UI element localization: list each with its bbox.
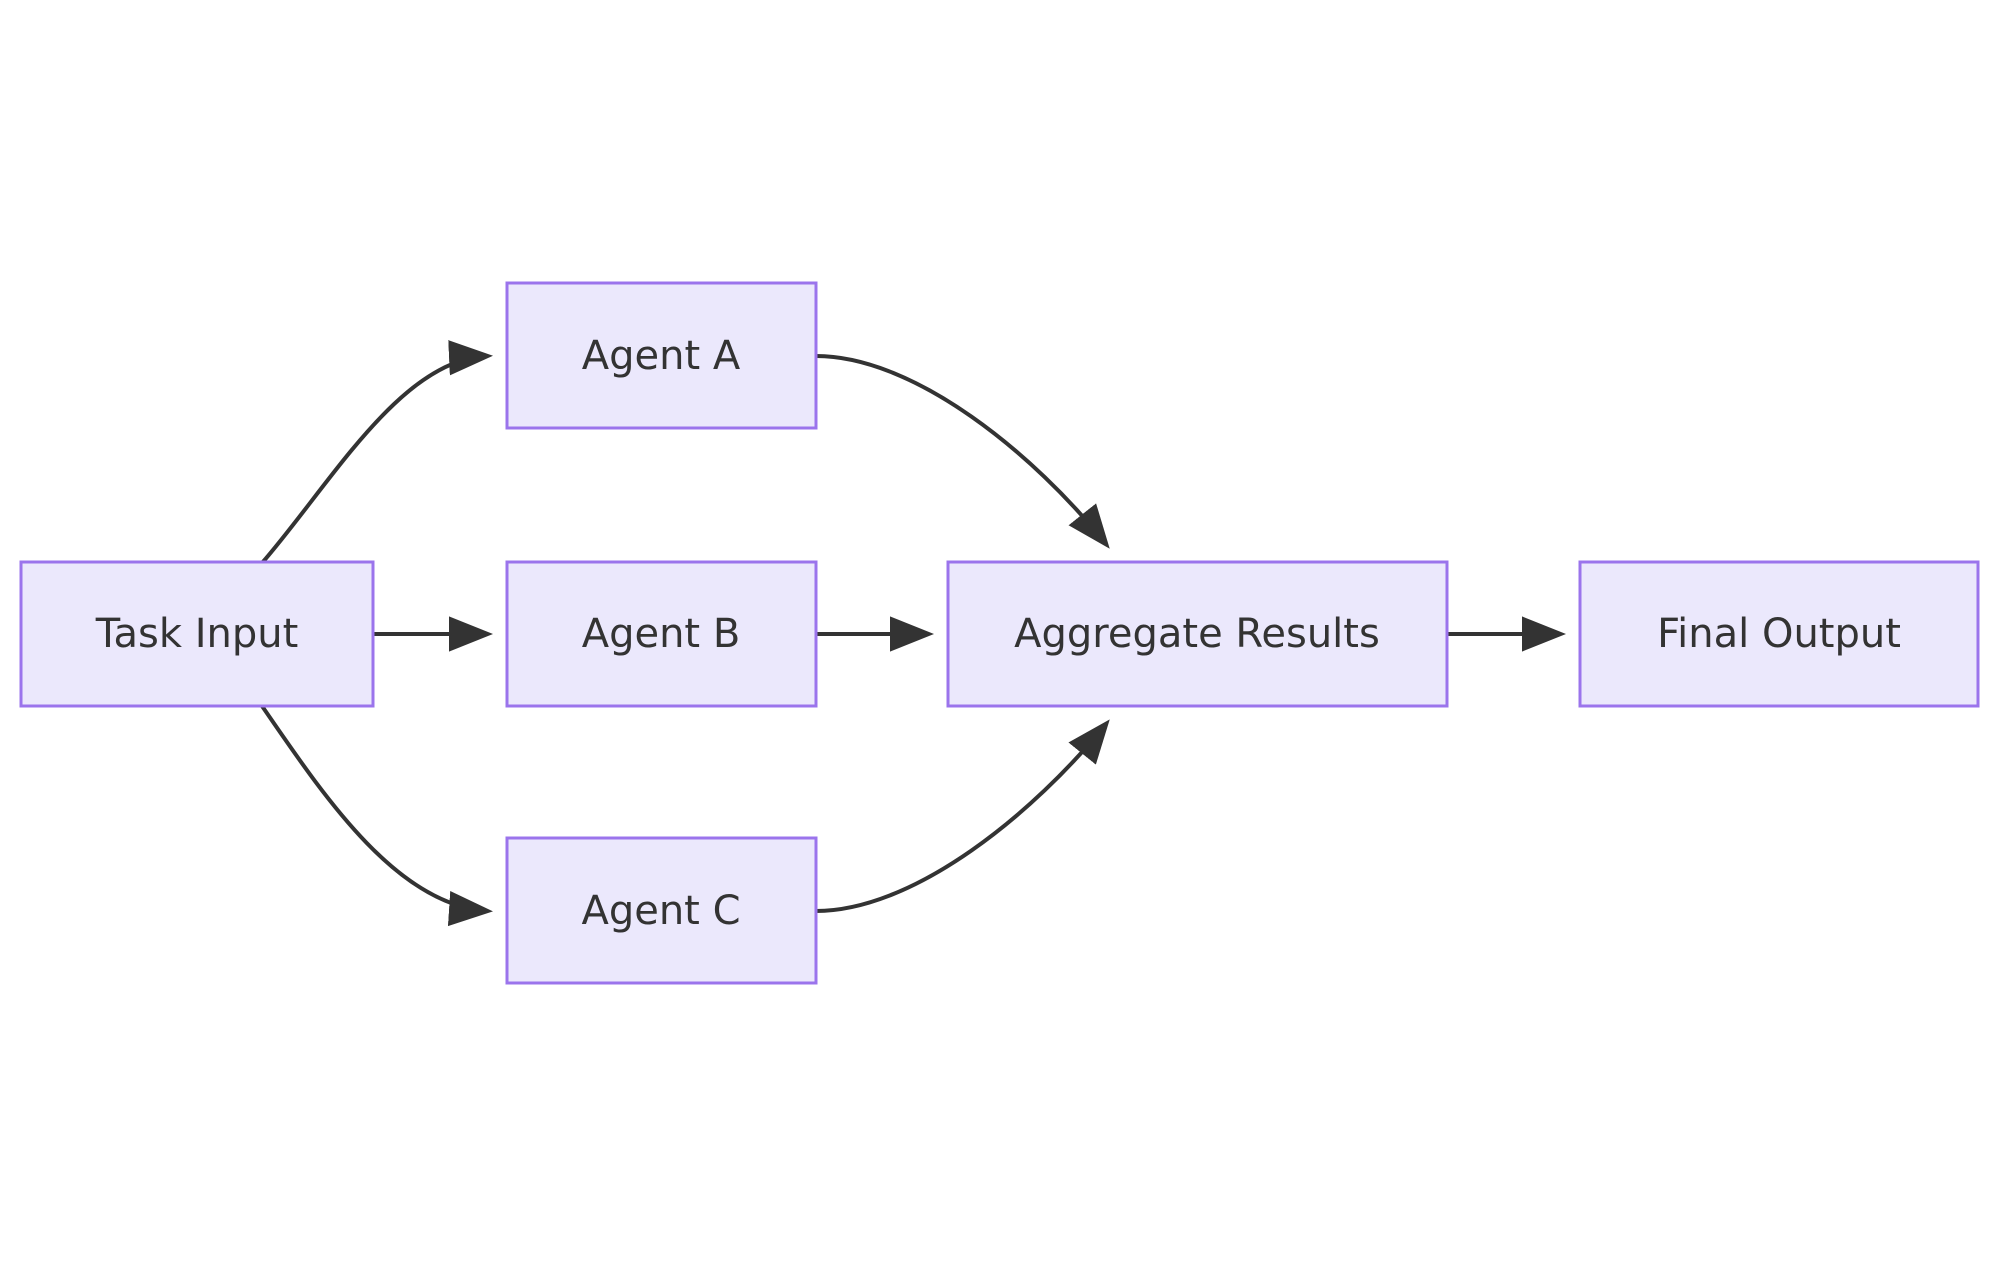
node-agent-a-box[interactable] xyxy=(505,281,818,430)
node-agent-a-label: Agent A xyxy=(582,333,741,379)
node-agent-c-label: Agent C xyxy=(581,888,740,934)
node-agent-b[interactable]: Agent B xyxy=(505,560,818,708)
node-agent-a[interactable]: Agent A xyxy=(505,281,818,430)
node-final-output-label: Final Output xyxy=(1657,611,1901,657)
node-final-output-box[interactable] xyxy=(1578,560,1980,708)
node-task-input-label: Task Input xyxy=(95,611,299,657)
node-final-output[interactable]: Final Output xyxy=(1578,560,1980,708)
node-agent-b-box[interactable] xyxy=(505,560,818,708)
node-task-input[interactable]: Task Input xyxy=(19,560,375,708)
node-aggregate-results-label: Aggregate Results xyxy=(1014,611,1380,657)
edge-agent-a-to-aggregate-results[interactable] xyxy=(815,354,1110,549)
edges-layer xyxy=(260,340,1566,927)
node-agent-c-box[interactable] xyxy=(505,836,818,985)
node-task-input-box[interactable] xyxy=(19,560,375,708)
node-agent-b-label: Agent B xyxy=(582,611,741,657)
node-aggregate-results-box[interactable] xyxy=(946,560,1449,708)
node-aggregate-results[interactable]: Aggregate Results xyxy=(946,560,1449,708)
node-agent-c[interactable]: Agent C xyxy=(505,836,818,985)
edge-agent-c-to-aggregate-results[interactable] xyxy=(815,719,1110,913)
edge-task-input-to-agent-c[interactable] xyxy=(260,704,493,927)
edge-task-input-to-agent-a[interactable] xyxy=(260,340,493,565)
